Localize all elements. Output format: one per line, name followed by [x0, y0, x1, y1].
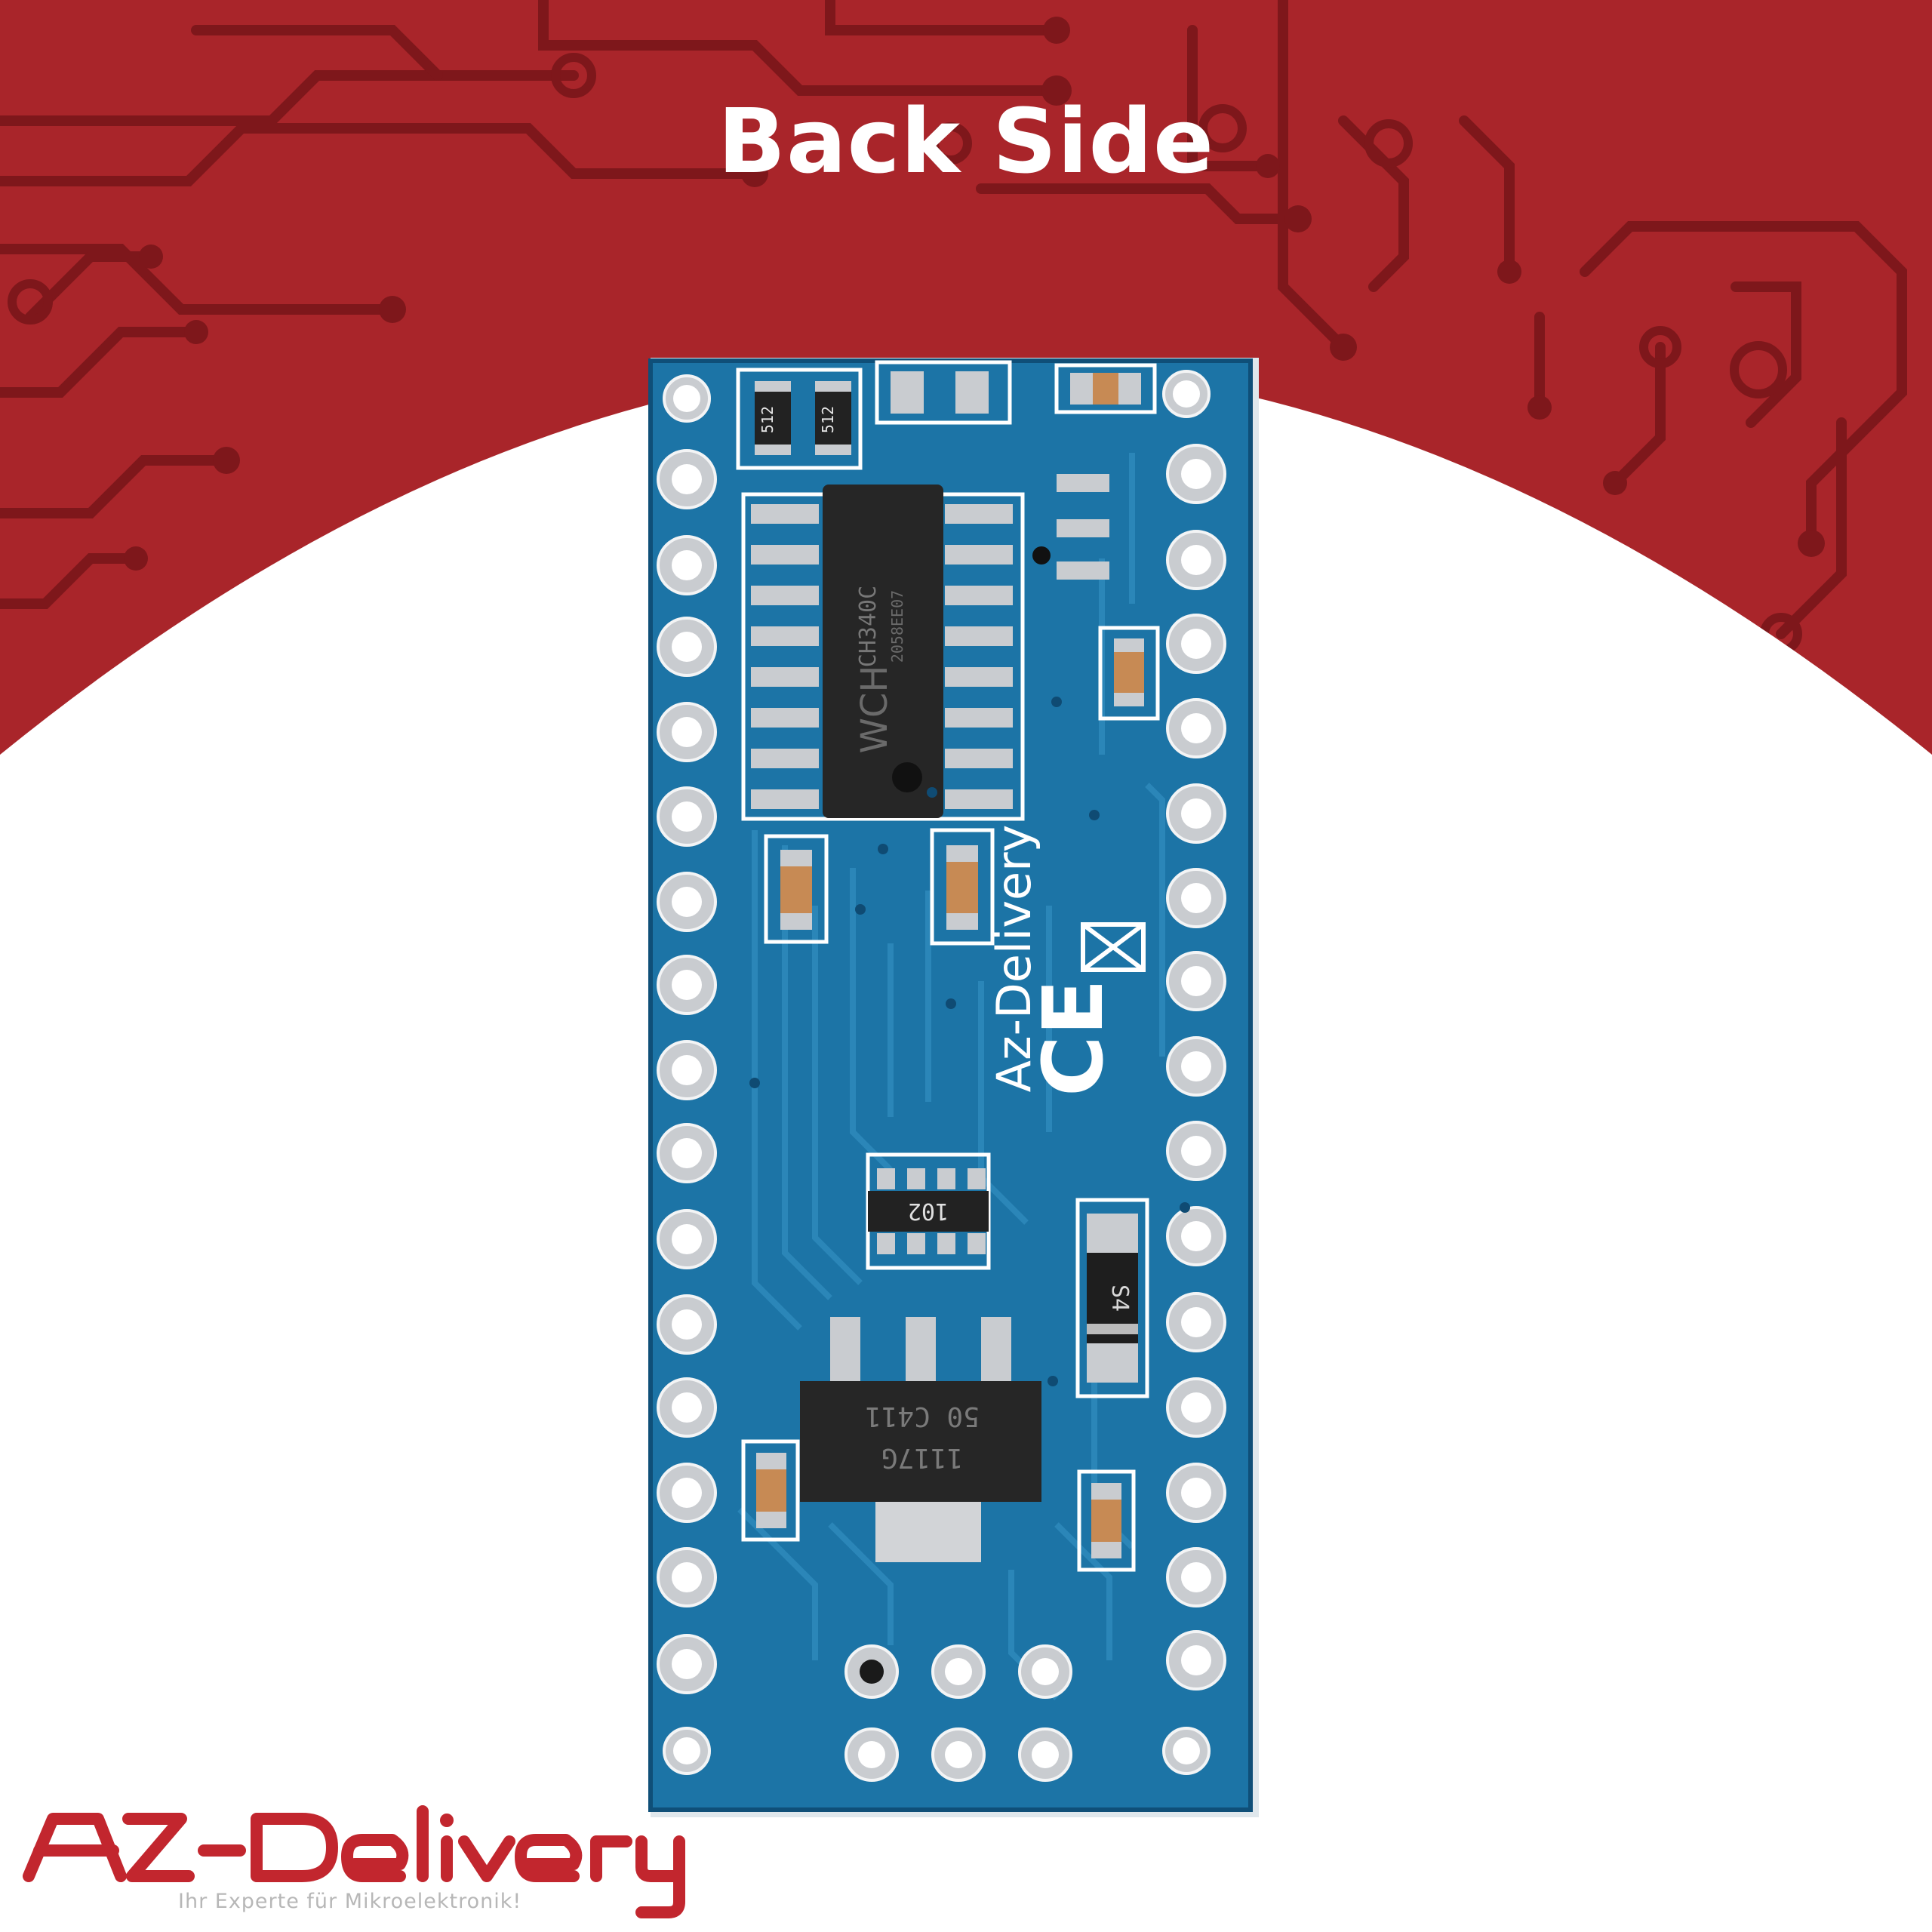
silkscreen-brand: Az-Delivery [986, 825, 1041, 1093]
circuit-pads [124, 17, 1825, 571]
page-title: Back Side [718, 89, 1214, 193]
main-chip: CH340C 2058EE07 WCH [741, 485, 1025, 821]
brand-tagline: Ihr Experte für Mikroelektronik! [178, 1890, 522, 1913]
diode: S4 [1075, 1198, 1149, 1398]
ce-mark: CE [1025, 979, 1121, 1097]
diode-label: S4 [1106, 1284, 1133, 1312]
top-resistors: 512 512 [736, 360, 1157, 470]
resistor-array: 102 [866, 1152, 991, 1270]
right-pin-row [1162, 370, 1226, 1775]
resistor-label-1: 512 [758, 406, 777, 433]
regulator-line-1: 1117G [881, 1442, 963, 1473]
capacitors [741, 626, 1160, 1572]
resistor-array-label: 102 [908, 1198, 949, 1224]
brand-logo [23, 1805, 685, 1918]
regulator-line-2: 50 C411 [865, 1401, 980, 1432]
main-chip-logo: WCH [854, 665, 896, 753]
logo-dot [440, 1814, 454, 1827]
main-chip-code: 2058EE07 [888, 590, 906, 663]
voltage-regulator: 1117G 50 C411 [800, 1317, 1041, 1562]
transistor-pads [1032, 474, 1109, 580]
resistor-label-2: 512 [819, 406, 837, 433]
pcb-board: 512 512 CH340C 2058EE07 WCH [648, 358, 1259, 1817]
icsp-header [844, 1644, 1072, 1782]
circuit-trace-pattern [0, 0, 1907, 639]
weee-bin-icon [1081, 922, 1146, 972]
main-chip-marking: CH340C [855, 586, 881, 667]
left-pin-row [657, 374, 717, 1775]
